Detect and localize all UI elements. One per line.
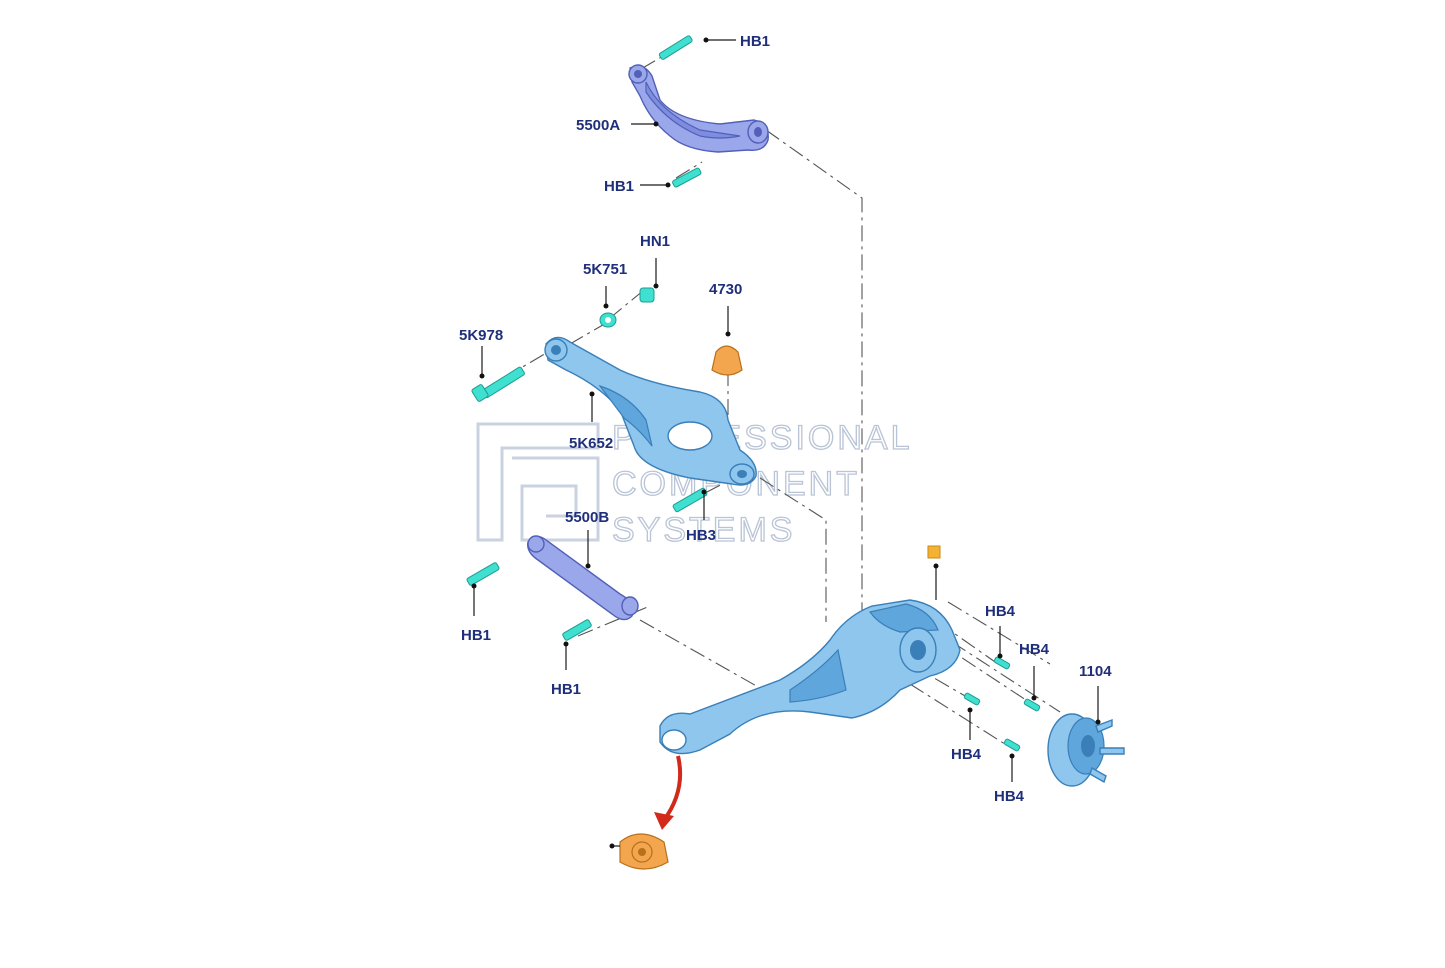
- label-hb1-top: HB1: [740, 33, 770, 50]
- label-hb4-a: HB4: [985, 603, 1016, 620]
- label-hb1-left: HB1: [461, 627, 491, 644]
- bushing-direction-arrow: [654, 755, 683, 830]
- label-hb4-c: HB4: [951, 746, 982, 763]
- label-hb1-upper-arm: HB1: [604, 178, 634, 195]
- part-labels: HB1 5500A HB1 HN1 5K751 4730 5K978 5K652…: [459, 33, 1112, 805]
- bushing-knuckle: [619, 833, 669, 870]
- label-hn1: HN1: [640, 233, 670, 250]
- assembly-guide-lines: [479, 45, 1061, 747]
- watermark-logo: [476, 422, 600, 542]
- label-hb4-b: HB4: [1019, 641, 1050, 658]
- label-5500b: 5500B: [565, 509, 609, 526]
- label-hb4-d: HB4: [994, 788, 1025, 805]
- lower-control-arm-5k652: [544, 336, 757, 486]
- orange-marker-square: [927, 545, 941, 559]
- label-5500a: 5500A: [576, 117, 620, 134]
- label-5k652: 5K652: [569, 435, 613, 452]
- watermark-line-3: SYSTEMS: [612, 511, 795, 549]
- label-5k978: 5K978: [459, 327, 503, 344]
- knuckle-trailing-arm: [659, 599, 961, 755]
- leader-lines: [471, 37, 1101, 849]
- label-1104: 1104: [1079, 663, 1112, 680]
- bushing-4730: [711, 345, 743, 376]
- label-hb1-lower: HB1: [551, 681, 581, 698]
- toe-link-5500b: [527, 535, 639, 621]
- label-4730: 4730: [709, 281, 742, 298]
- wheel-hub-1104: [1047, 713, 1125, 787]
- bolts: [466, 35, 1041, 752]
- upper-control-arm-5500a: [628, 64, 769, 153]
- label-5k751: 5K751: [583, 261, 627, 278]
- label-hb3: HB3: [686, 527, 716, 544]
